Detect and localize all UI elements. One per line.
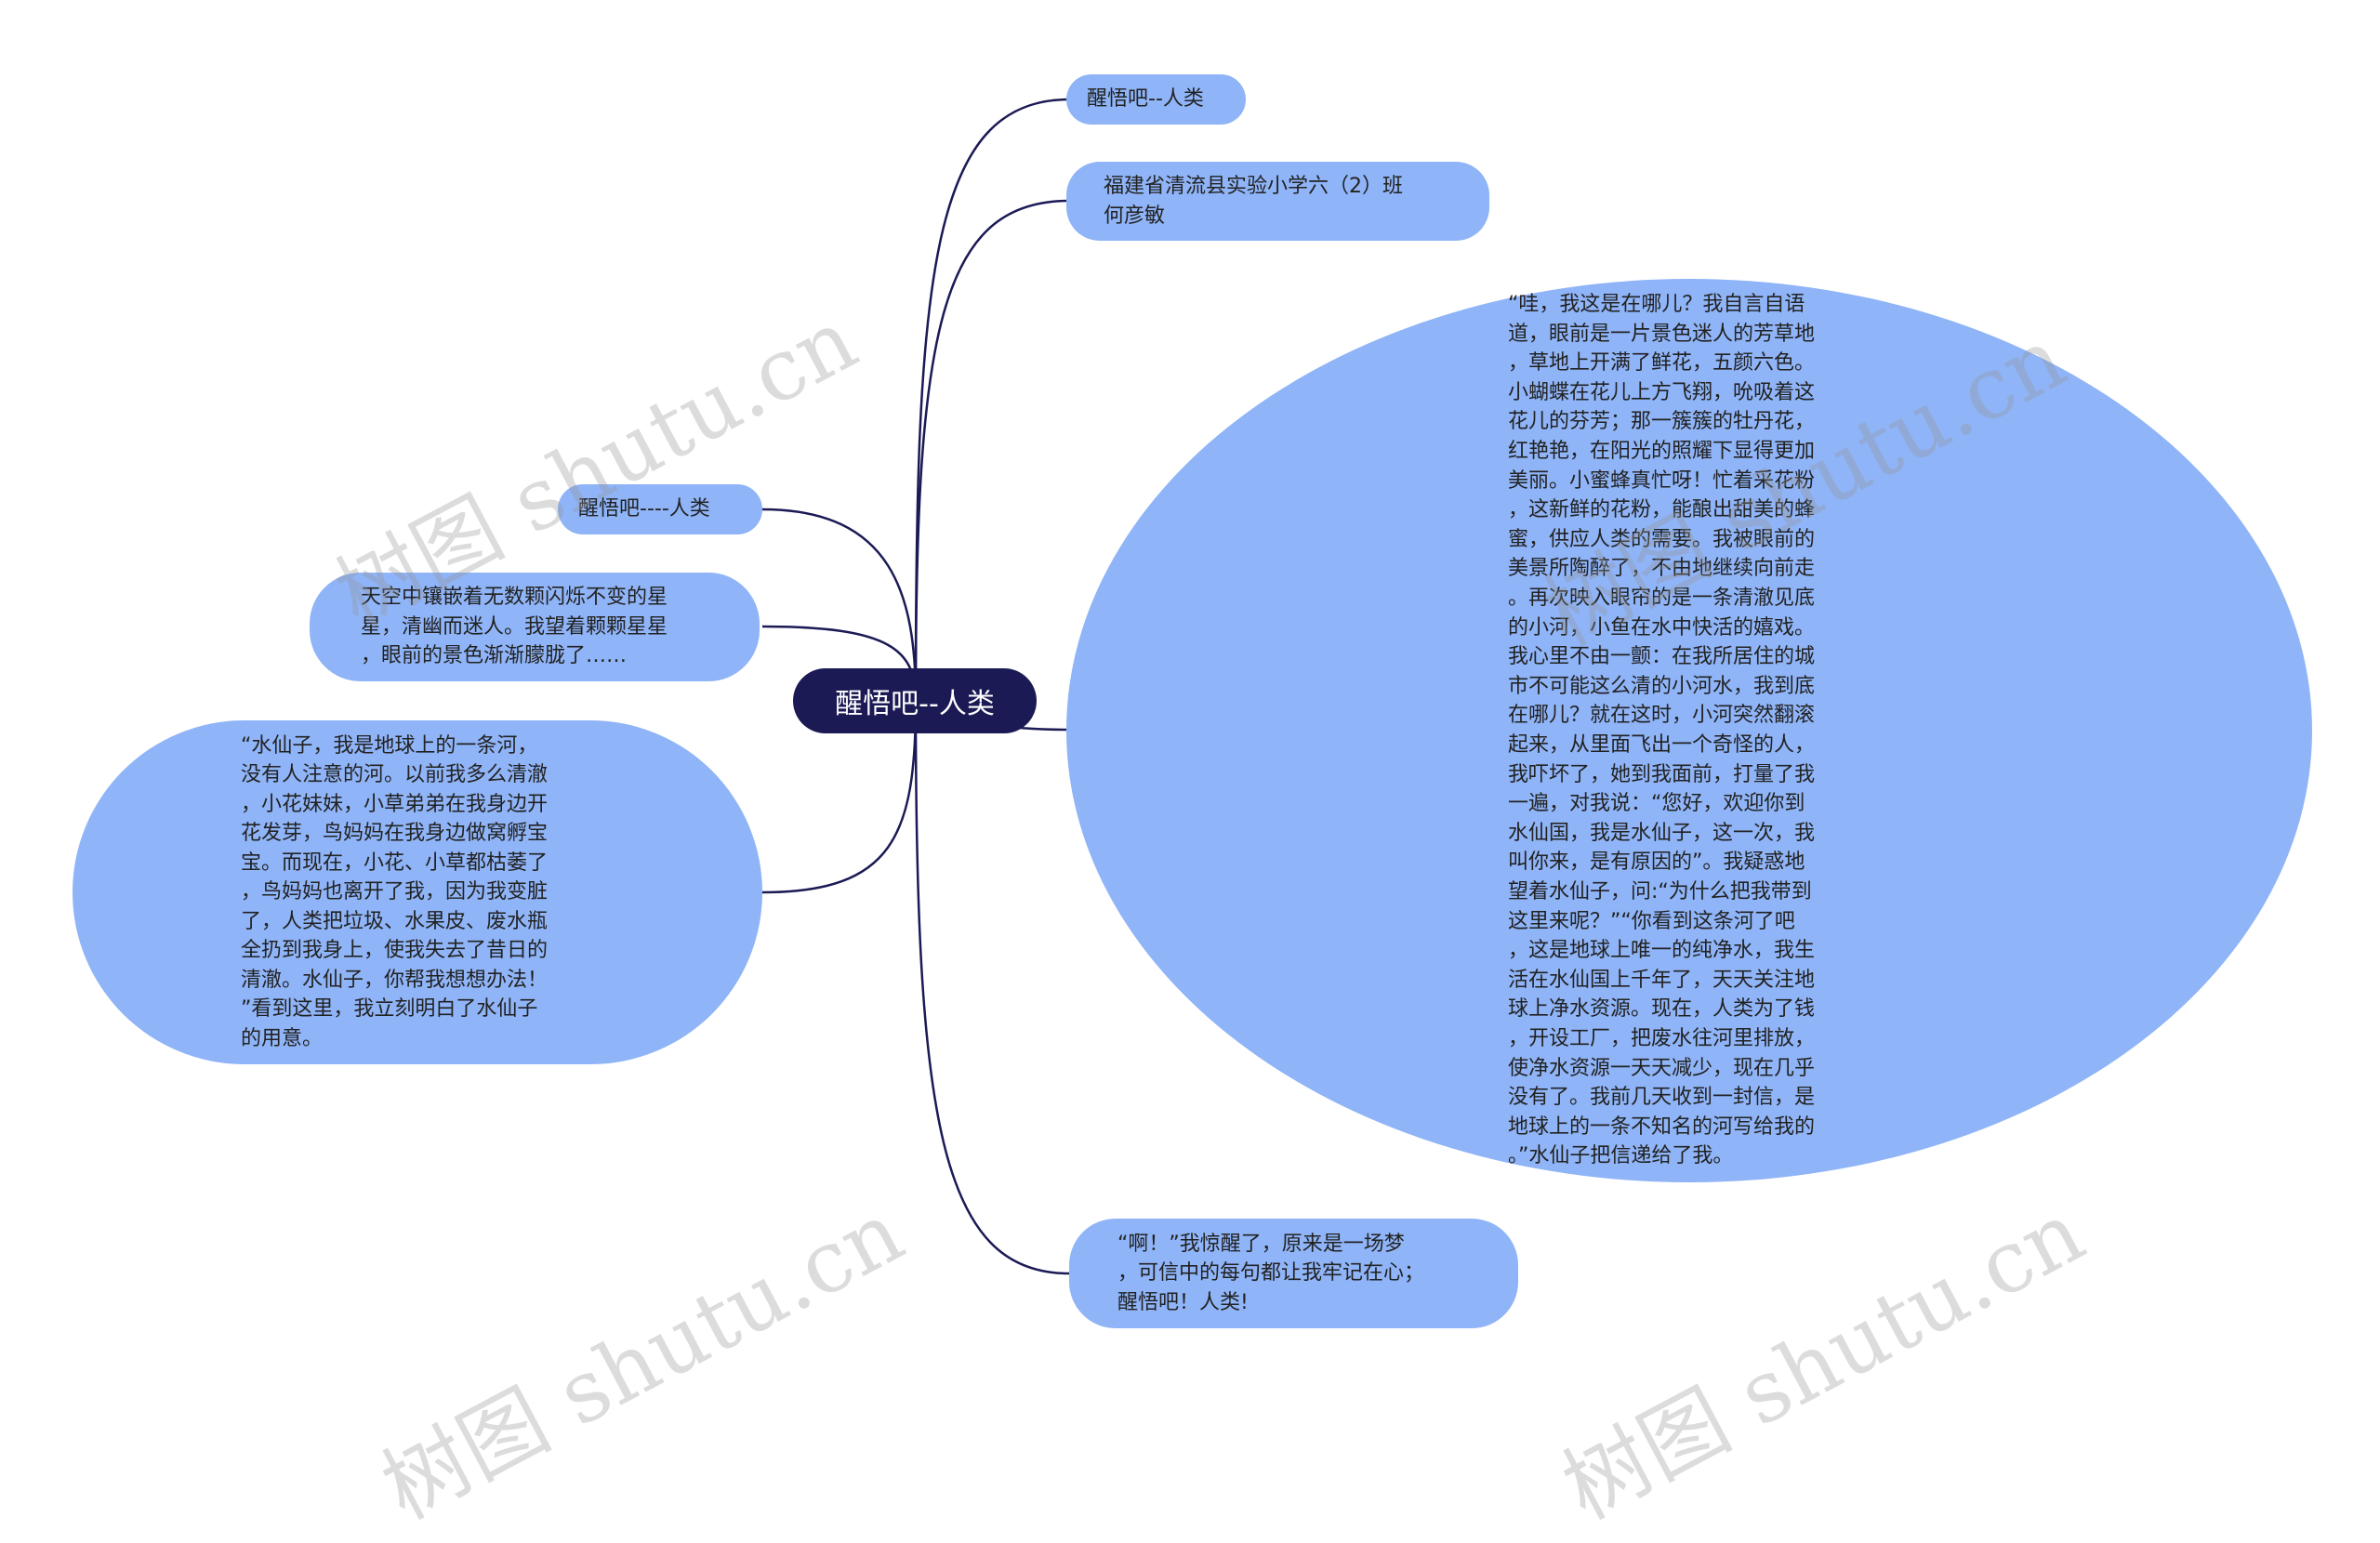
left-node-title-text: 醒悟吧----人类 (578, 497, 710, 521)
left-node-stars[interactable]: 天空中镶嵌着无数颗闪烁不变的星 星，清幽而迷人。我望着颗颗星星 ，眼前的景色渐渐… (310, 573, 760, 681)
right-node-dream-story[interactable]: “哇，我这是在哪儿？我自言自语 道，眼前是一片景色迷人的芳草地 ，草地上开满了鲜… (1066, 279, 2312, 1182)
left-node-river-letter[interactable]: “水仙子，我是地球上的一条河， 没有人注意的河。以前我多么清澈 ，小花妹妹，小草… (73, 720, 762, 1064)
link-right-1 (914, 98, 1070, 702)
mind-map-canvas: 醒悟吧--人类 福建省清流县实验小学六（2）班 何彦敏 “哇，我这是在哪儿？我自… (73, 74, 2312, 1538)
right-node-awakening-text: “啊！”我惊醒了，原来是一场梦 ，可信中的每句都让我牢记在心； 醒悟吧！人类! (1117, 1232, 1425, 1314)
left-node-title[interactable]: 醒悟吧----人类 (558, 484, 762, 534)
right-node-dream-story-text: “哇，我这是在哪儿？我自言自语 道，眼前是一片景色迷人的芳草地 ，草地上开满了鲜… (1508, 293, 1816, 1168)
root-node-label: 醒悟吧--人类 (835, 688, 995, 720)
right-node-author[interactable]: 福建省清流县实验小学六（2）班 何彦敏 (1066, 162, 1489, 241)
root-node[interactable]: 醒悟吧--人类 (793, 668, 1037, 733)
right-node-title[interactable]: 醒悟吧--人类 (1066, 74, 1246, 125)
left-node-river-letter-text: “水仙子，我是地球上的一条河， 没有人注意的河。以前我多么清澈 ，小花妹妹，小草… (241, 733, 549, 1050)
link-left-1 (761, 508, 918, 702)
left-node-stars-text: 天空中镶嵌着无数颗闪烁不变的星 星，清幽而迷人。我望着颗颗星星 ，眼前的景色渐渐… (361, 586, 668, 668)
link-right-2 (914, 199, 1070, 702)
right-node-author-text: 福建省清流县实验小学六（2）班 何彦敏 (1104, 175, 1403, 228)
right-node-title-text: 醒悟吧--人类 (1087, 87, 1204, 112)
link-right-4 (914, 700, 1070, 1275)
link-left-3 (761, 700, 918, 894)
right-node-awakening[interactable]: “啊！”我惊醒了，原来是一场梦 ，可信中的每句都让我牢记在心； 醒悟吧！人类! (1069, 1219, 1518, 1328)
